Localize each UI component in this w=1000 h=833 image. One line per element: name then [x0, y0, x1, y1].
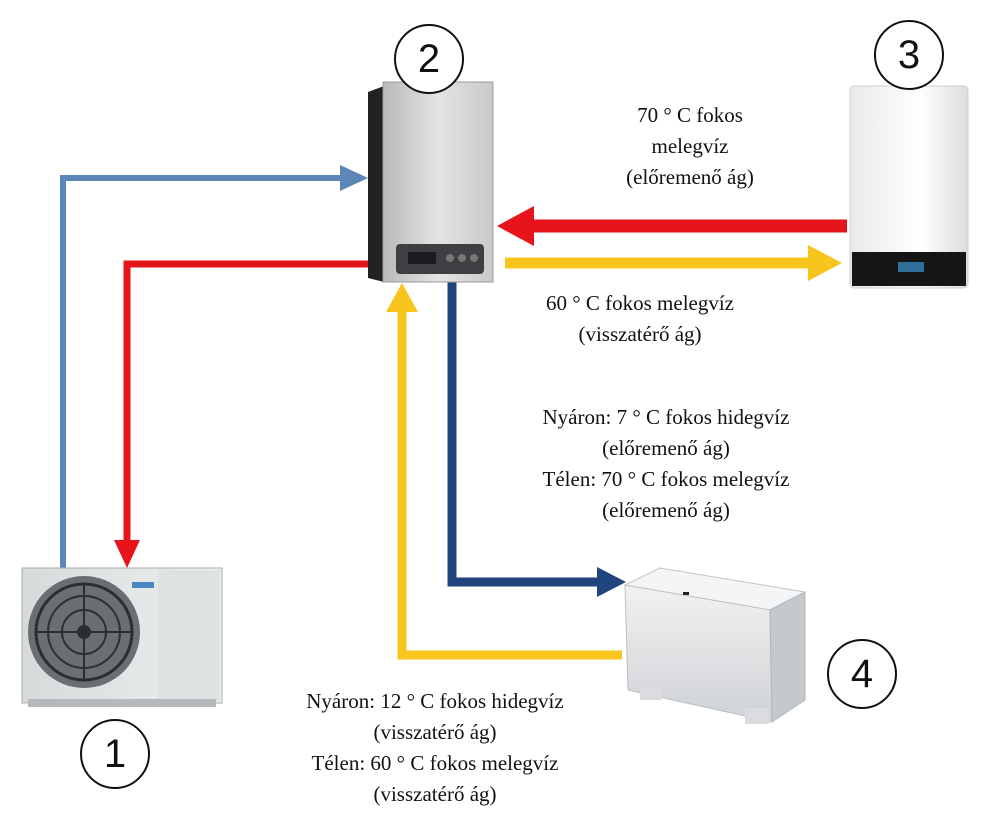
floor-fan-coil-image — [623, 567, 807, 724]
label-line: Télen: 70 ° C fokos melegvíz — [542, 467, 790, 491]
pipe-unit-to-heatpump-red — [123, 260, 372, 545]
pipe-fancoil-to-unit-yellow — [397, 310, 622, 660]
label-line: 70 ° C fokos — [637, 103, 743, 127]
arrow-boiler-to-unit — [497, 206, 534, 246]
arrow-fancoil-to-unit — [386, 283, 418, 312]
label-fancoil-return: Nyáron: 12 ° C fokos hidegvíz (visszatér… — [250, 686, 620, 810]
label-line: Télen: 60 ° C fokos melegvíz — [311, 751, 559, 775]
badge-3: 3 — [874, 20, 944, 90]
label-line: (előremenő ág) — [626, 165, 754, 189]
label-line: (előremenő ág) — [602, 498, 730, 522]
label-line: (visszatérő ág) — [578, 322, 702, 346]
wall-hydrobox-image — [368, 81, 494, 283]
arrow-unit-to-boiler — [808, 245, 842, 281]
label-boiler-supply: 70 ° C fokos melegvíz (előremenő ág) — [590, 100, 790, 193]
label-line: (visszatérő ág) — [373, 720, 497, 744]
pipe-unit-to-fancoil-darkblue — [447, 282, 600, 587]
label-line: 60 ° C fokos melegvíz — [545, 291, 735, 315]
label-line: (előremenő ág) — [602, 436, 730, 460]
pipe-heatpump-to-unit-blue — [60, 175, 345, 568]
label-boiler-return: 60 ° C fokos melegvíz (visszatérő ág) — [500, 288, 780, 350]
label-fancoil-supply: Nyáron: 7 ° C fokos hidegvíz (előremenő … — [486, 402, 846, 526]
arrow-unit-to-heatpump — [114, 540, 140, 568]
arrow-unit-to-fancoil — [597, 567, 626, 597]
badge-1: 1 — [80, 719, 150, 789]
label-line: (visszatérő ág) — [373, 782, 497, 806]
badge-2: 2 — [394, 24, 464, 94]
arrow-heatpump-to-unit — [340, 165, 368, 191]
label-line: Nyáron: 7 ° C fokos hidegvíz — [542, 405, 790, 429]
label-line: melegvíz — [651, 134, 729, 158]
wall-gas-boiler-image — [849, 85, 969, 289]
label-line: Nyáron: 12 ° C fokos hidegvíz — [306, 689, 564, 713]
badge-4: 4 — [827, 639, 897, 709]
outdoor-heat-pump-image — [21, 567, 223, 707]
